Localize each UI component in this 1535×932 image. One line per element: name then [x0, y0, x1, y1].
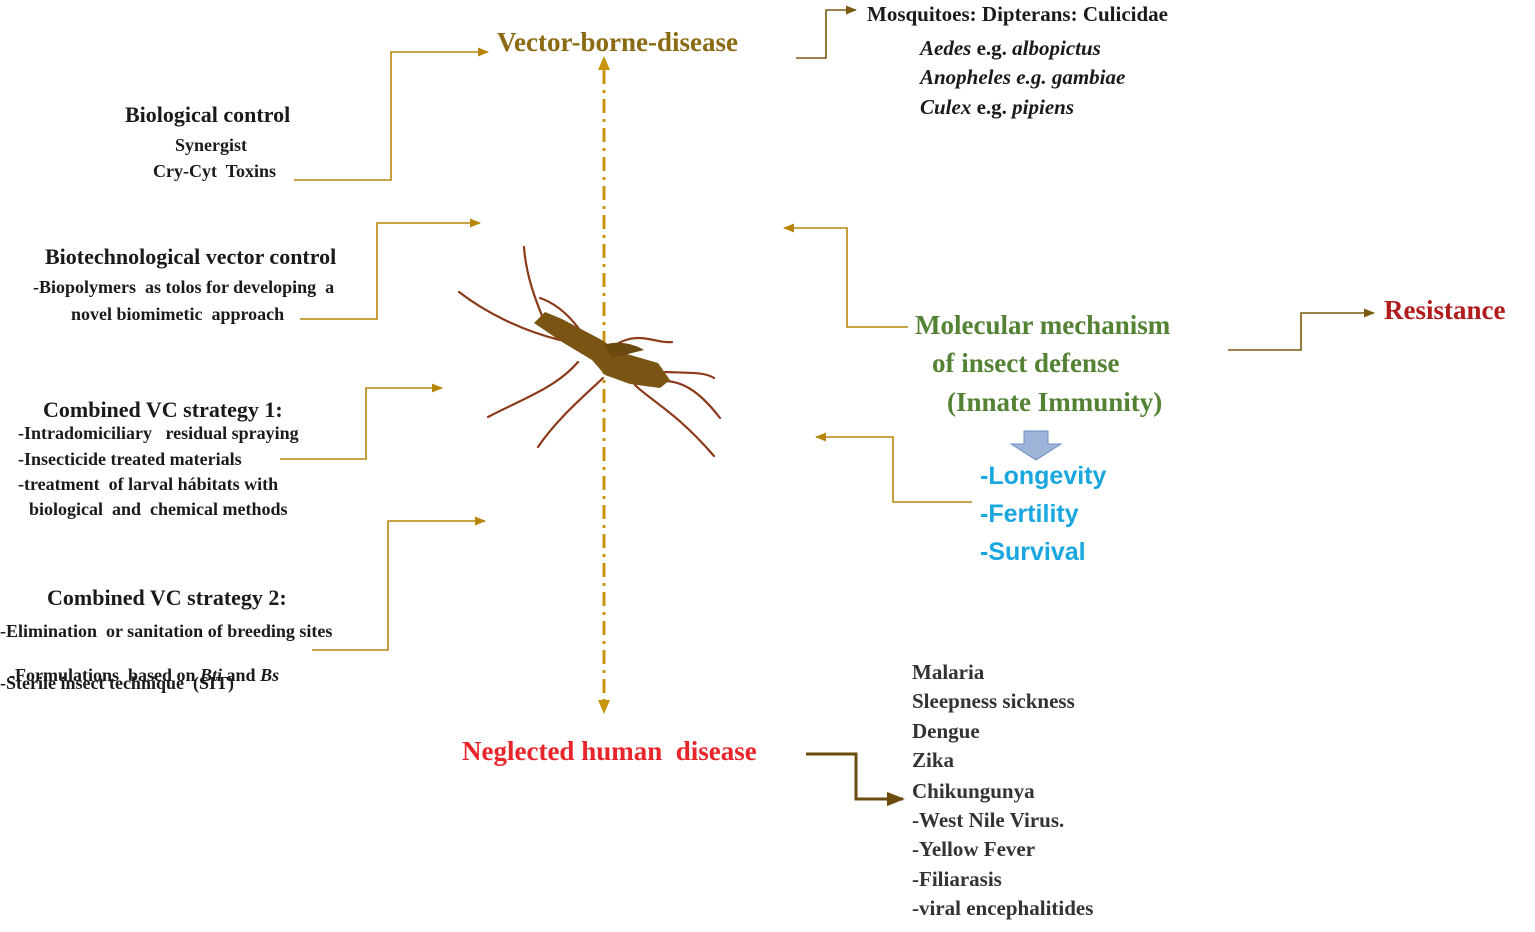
species-aedes: Aedes e.g. albopictus: [920, 38, 1101, 59]
vc2-line-1: -Elimination or sanitation of breeding s…: [0, 621, 333, 641]
genus-label: Anopheles: [920, 65, 1012, 89]
disease-item: Sleepness sickness: [912, 689, 1075, 713]
connector-molecular-to-mosquito: [782, 223, 908, 328]
genus-label: Aedes: [920, 36, 972, 60]
connector-vbd-to-mosquitoes: [796, 5, 858, 59]
species-label: albopictus: [1012, 36, 1101, 60]
vc1-heading: Combined VC strategy 1:: [43, 397, 283, 422]
connector-molecular-to-resistance: [1228, 308, 1376, 351]
biological-control-heading: Biological control: [125, 102, 291, 127]
vc2-line-2-text: -Formulations based on: [9, 665, 201, 685]
vc2-heading: Combined VC strategy 2:: [47, 585, 287, 610]
connector-biotech-to-mosquito: [300, 218, 482, 320]
biotech-line-1: -Biopolymers as tolos for developing a: [33, 277, 335, 297]
biological-toxins: Cry-Cyt Toxins: [153, 161, 277, 181]
biotech-line-2: novel biomimetic approach: [71, 304, 285, 324]
bti-label: Bti: [200, 665, 223, 685]
species-label: pipiens: [1012, 95, 1075, 119]
molecular-line-1: Molecular mechanism: [915, 310, 1171, 340]
molecular-line-3: (Innate Immunity): [947, 387, 1163, 417]
eg-label: e.g.: [971, 36, 1013, 60]
bs-label: Bs: [260, 665, 280, 685]
disease-item: -Filiarasis: [912, 867, 1002, 891]
and-label: and: [222, 665, 261, 685]
outcome-longevity: -Longevity: [980, 462, 1107, 490]
connector-vc1-to-mosquito: [280, 383, 444, 460]
vc1-line-2: -Insecticide treated materials: [18, 449, 242, 469]
vc2-line-2: -Formulations based on Bti and Bs: [0, 648, 279, 684]
vc2-line-3: -Sterile insect technique (SIT): [0, 673, 234, 693]
connector-biological-to-vbd: [294, 47, 490, 181]
connector-vc2-to-mosquito: [312, 516, 487, 651]
neglected-disease-title: Neglected human disease: [462, 736, 757, 766]
biotech-heading: Biotechnological vector control: [45, 244, 337, 269]
disease-item: Malaria: [912, 660, 985, 684]
down-arrow-icon: [1009, 430, 1063, 461]
disease-item: -West Nile Virus.: [912, 808, 1065, 832]
mosquitoes-heading: Mosquitoes: Dipterans: Culicidae: [867, 2, 1168, 26]
outcome-survival: -Survival: [980, 538, 1086, 566]
resistance-label: Resistance: [1384, 295, 1506, 325]
disease-item: -viral encephalitides: [912, 896, 1094, 920]
eg-label: e.g.: [971, 95, 1013, 119]
species-anopheles: Anopheles e.g. gambiae: [920, 67, 1125, 88]
disease-item: -Yellow Fever: [912, 837, 1036, 861]
axis-bottom-arrowhead: [598, 700, 610, 714]
disease-item: Zika: [912, 748, 955, 772]
outcome-fertility: -Fertility: [980, 500, 1079, 528]
vc1-line-1: -Intradomiciliary residual spraying: [18, 423, 299, 443]
species-culex: Culex e.g. pipiens: [920, 97, 1074, 118]
connector-outcomes-to-mosquito: [814, 432, 972, 503]
species-label: gambiae: [1051, 65, 1126, 89]
mosquito-icon: [457, 245, 722, 458]
disease-item: Dengue: [912, 719, 980, 743]
biological-synergist: Synergist: [175, 135, 247, 155]
vector-borne-disease-title: Vector-borne-disease: [497, 27, 738, 57]
molecular-line-2: of insect defense: [932, 348, 1120, 378]
vc1-line-4: biological and chemical methods: [29, 499, 288, 519]
axis-top-arrowhead: [598, 56, 610, 70]
genus-label: Culex: [920, 95, 972, 119]
eg-label: e.g.: [1011, 65, 1052, 89]
vc1-line-3: -treatment of larval hábitats with: [18, 474, 279, 494]
disease-item: Chikungunya: [912, 779, 1035, 803]
connector-neglected-to-diseases: [806, 752, 905, 807]
